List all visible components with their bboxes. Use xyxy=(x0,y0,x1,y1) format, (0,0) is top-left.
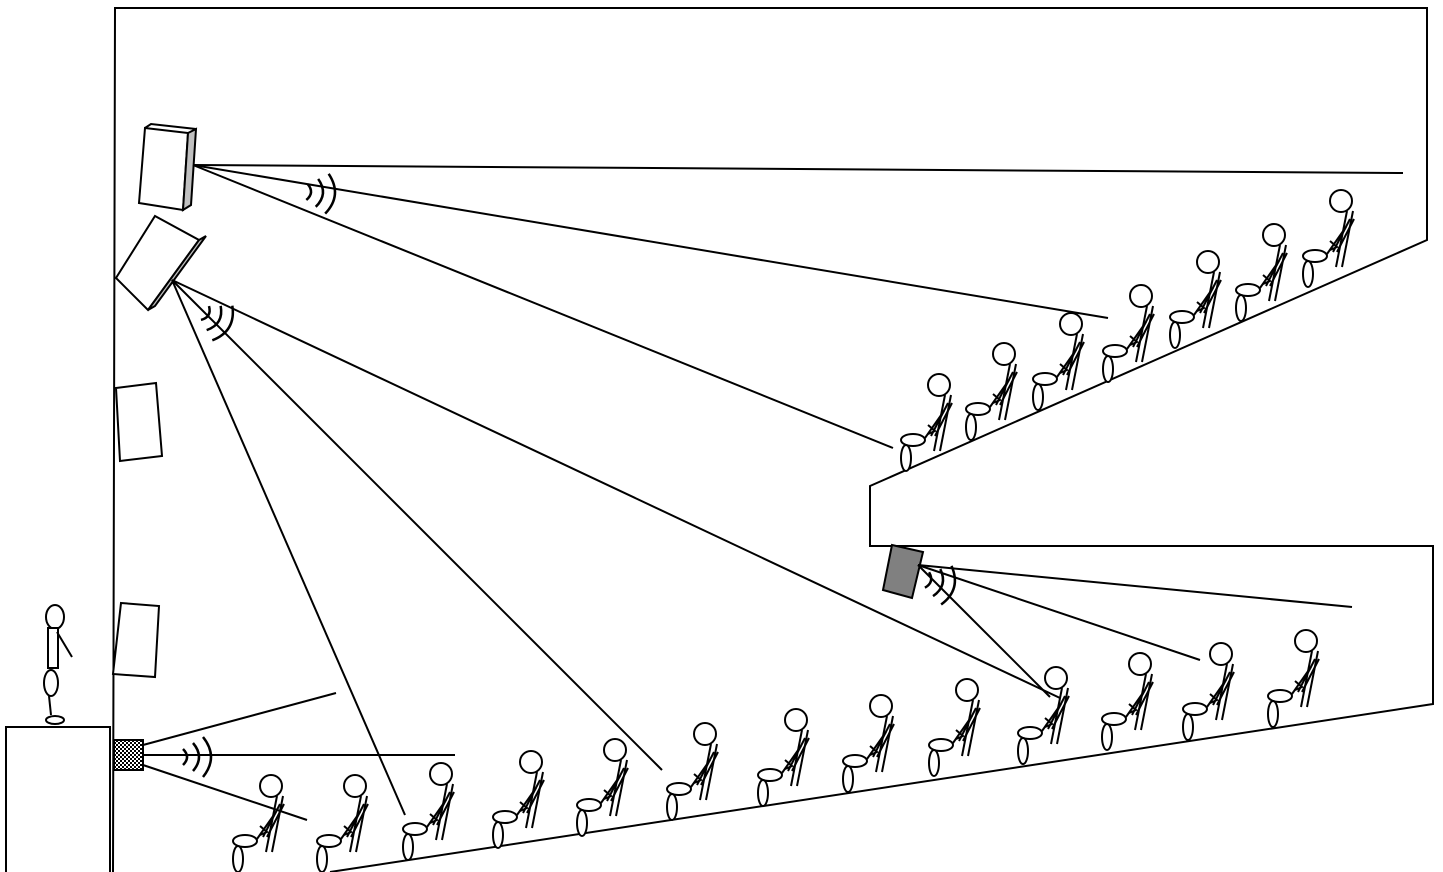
seated-person-icon xyxy=(1101,652,1154,751)
loudspeaker-grille-icon xyxy=(113,739,144,771)
sound-wave-icon xyxy=(181,735,213,779)
seated-person-icon xyxy=(1267,629,1320,728)
seated-person-icon xyxy=(576,738,629,837)
seated-person-icon xyxy=(1302,189,1355,288)
wall-panel-icon xyxy=(114,381,164,463)
seated-person-icon xyxy=(232,774,285,872)
seated-person-icon xyxy=(492,750,545,849)
wall-panel-icon xyxy=(111,601,161,679)
loudspeaker-icon xyxy=(137,122,198,212)
sound-wave-icon xyxy=(193,294,241,346)
standing-person-icon xyxy=(43,604,73,725)
seated-person-icon xyxy=(1235,223,1288,322)
room-outline xyxy=(112,7,1434,872)
seated-person-icon xyxy=(402,762,455,861)
seated-person-icon xyxy=(900,373,953,472)
stage xyxy=(5,726,111,872)
seated-person-icon xyxy=(928,678,981,777)
main-floor-seating xyxy=(232,678,981,872)
loudspeaker-icon xyxy=(881,543,925,600)
rear-wall-and-ceiling xyxy=(112,7,1434,872)
seated-person-icon xyxy=(1102,284,1155,383)
seated-person-icon xyxy=(842,694,895,793)
seated-person-icon xyxy=(757,708,810,807)
seated-person-icon xyxy=(666,722,719,821)
loudspeaker-icon xyxy=(114,214,207,312)
balcony-seating xyxy=(900,189,1355,472)
sound-wave-icon xyxy=(304,170,338,216)
coverage-lines xyxy=(142,164,1404,821)
seated-person-icon xyxy=(316,774,369,872)
